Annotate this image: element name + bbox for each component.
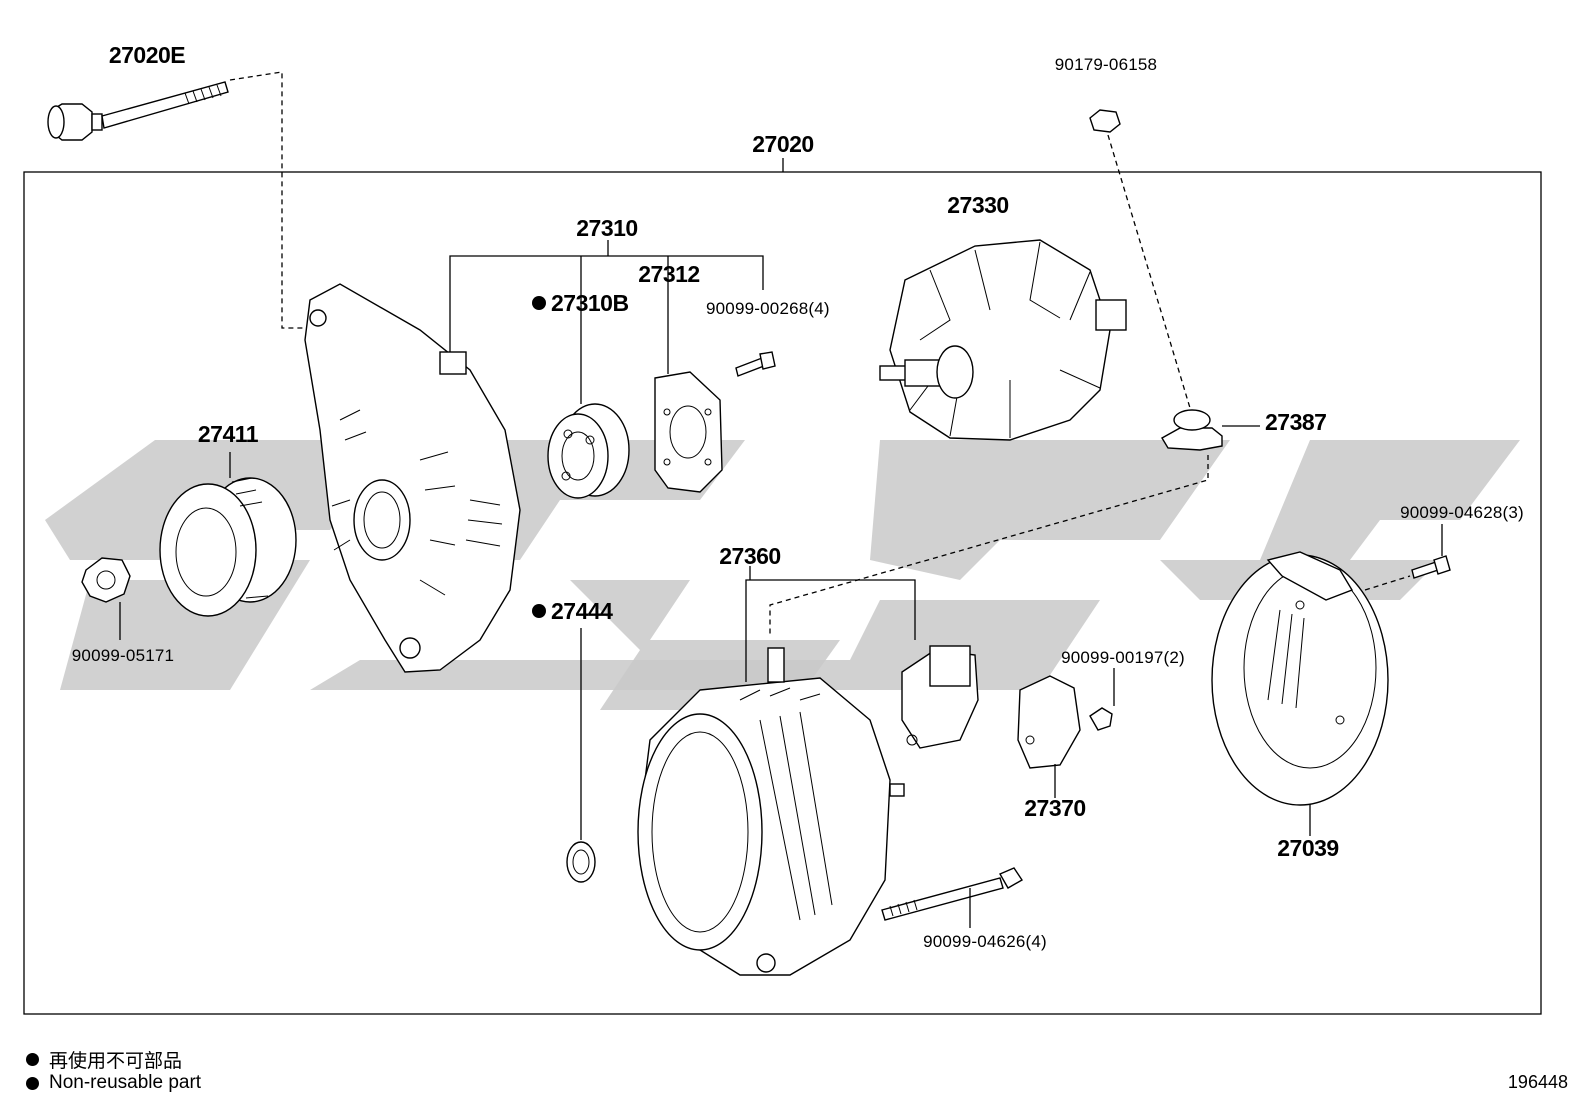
brush-holder-screw-icon	[1089, 707, 1113, 731]
label-end-cover: 27039	[1277, 835, 1338, 861]
cover-screw-icon	[1411, 555, 1451, 579]
rectifier-end-frame-icon	[637, 647, 905, 976]
drive-end-frame-icon	[304, 283, 521, 673]
pulley-icon	[159, 477, 297, 617]
label-through-bolt: 90099-04626(4)	[923, 932, 1047, 951]
legend-english: Non-reusable part	[26, 1072, 201, 1094]
label-retainer-plate: 27312	[638, 261, 699, 287]
label-pulley-nut: 90099-05171	[72, 646, 174, 665]
label-frame-drive-end: 27310	[576, 215, 637, 241]
end-cover-icon	[1211, 551, 1389, 806]
label-pulley: 27411	[198, 421, 259, 447]
rotor-icon	[879, 239, 1127, 441]
label-retainer-screw: 90099-00268(4)	[706, 299, 830, 318]
label-washer: 27444	[551, 598, 613, 624]
label-cover-screw: 90099-04628(3)	[1400, 503, 1524, 522]
non-reusable-dot	[532, 604, 546, 618]
bolt-icon	[47, 81, 229, 141]
retainer-plate-icon	[654, 371, 723, 493]
washer-icon	[566, 841, 596, 883]
pulley-nut-icon	[81, 557, 131, 603]
label-terminal-nut: 90179-06158	[1055, 55, 1157, 74]
terminal-insulator-icon	[1161, 409, 1223, 451]
bearing-icon	[547, 403, 630, 499]
label-bearing: 27310B	[551, 290, 629, 316]
label-terminal-insulator: 27387	[1265, 409, 1326, 435]
label-brush-holder-screw: 90099-00197(2)	[1061, 648, 1185, 667]
bullet-icon	[26, 1076, 39, 1090]
screw-icon	[735, 351, 776, 377]
nut-icon	[1089, 109, 1121, 133]
connector-icon	[901, 645, 979, 749]
label-brush-holder: 27370	[1024, 795, 1085, 821]
label-rotor: 27330	[947, 192, 1008, 218]
legend-japanese: 再使用不可部品	[26, 1046, 182, 1073]
label-rectifier-end-frame: 27360	[719, 543, 780, 569]
bullet-icon	[26, 1053, 39, 1066]
through-bolt-icon	[881, 867, 1023, 921]
legend-english-text: Non-reusable part	[49, 1072, 202, 1093]
reference-number: 196448	[1507, 1072, 1568, 1092]
legend-japanese-text: 再使用不可部品	[49, 1051, 183, 1072]
label-assembly: 27020	[752, 131, 813, 157]
label-bolt-assy: 27020E	[109, 42, 185, 68]
non-reusable-dot	[532, 296, 546, 310]
brush-holder-icon	[1017, 675, 1081, 769]
